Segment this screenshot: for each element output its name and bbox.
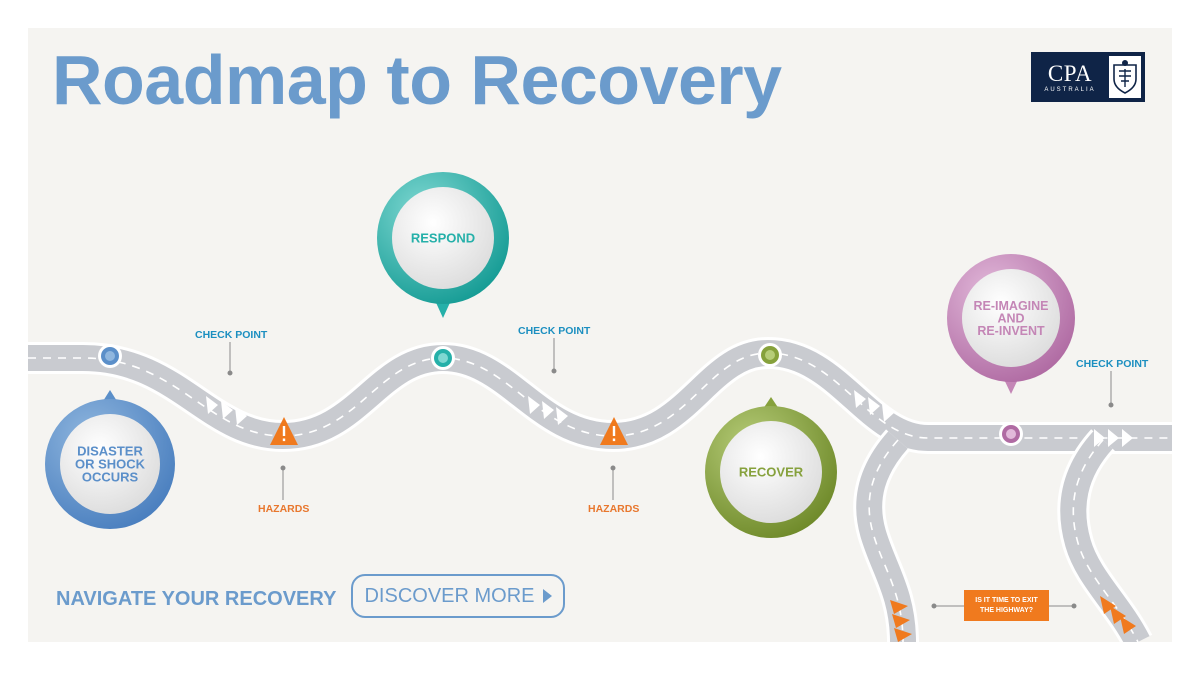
arrow-icon [1120,616,1136,634]
stage-pin-recover: RECOVER [705,397,837,538]
crest-icon [1109,56,1141,98]
leader-lines [227,338,1114,609]
exit-arrows [890,596,1136,642]
arrow-icon [1108,429,1119,447]
arrow-icon [556,407,568,425]
stage-label-line: AND [997,311,1024,325]
stage-label-line: DISASTER [77,444,143,459]
arrow-icon [1122,429,1133,447]
arrow-icon [890,600,908,614]
discover-more-button[interactable]: DISCOVER MORE [351,574,565,618]
arrow-icon [892,614,910,628]
discover-more-label: DISCOVER MORE [364,584,535,607]
stage-label-line: RESPOND [411,231,475,246]
cpa-logo: CPA AUSTRALIA [1031,52,1145,102]
waypoint-disaster [98,344,122,368]
direction-arrows [206,390,1133,447]
arrow-icon [882,404,894,422]
play-arrow-icon [542,589,552,603]
hazards-label-2: HAZARDS [588,503,640,515]
checkpoint-label-2: CHECK POINT [518,325,591,337]
logo-text: CPA [1047,60,1093,86]
stage-label-recover: RECOVER [739,465,804,480]
checkpoint-label-3: CHECK POINT [1076,358,1149,370]
navigate-recovery-text: NAVIGATE YOUR RECOVERY [56,588,337,610]
waypoint-respond [431,346,455,370]
logo-subtext: AUSTRALIA [1044,86,1096,93]
hazards-label-1: HAZARDS [258,503,310,515]
stage-label-line: RE-IMAGINE [974,299,1049,313]
main-highway [28,336,1172,454]
hazard-sign-1 [270,417,298,445]
arrow-icon [1110,606,1126,624]
waypoint-recover [758,343,782,367]
stage-label-line: RECOVER [739,465,804,480]
arrow-icon [206,396,218,414]
stage-label-line: RE-INVENT [977,324,1045,338]
arrow-icon [1100,596,1116,614]
page-title: Roadmap to Recovery [52,41,782,119]
exit-road-right [1057,429,1153,642]
waypoint-reimagine [999,422,1023,446]
arrow-icon [221,401,233,419]
stage-label-line: OCCURS [82,470,139,485]
stage-label-respond: RESPOND [411,231,475,246]
arrow-icon [1094,429,1105,447]
exit-highway-box: IS IT TIME TO EXIT THE HIGHWAY? [964,590,1049,621]
arrow-icon [235,407,247,425]
arrow-icon [854,390,866,408]
stage-pin-respond: RESPOND [377,172,509,318]
stage-label-line: OR SHOCK [75,457,146,472]
hazard-sign-2 [600,417,628,445]
arrow-icon [868,397,880,415]
arrow-icon [528,396,540,414]
arrow-icon [542,401,554,419]
checkpoint-label-1: CHECK POINT [195,329,268,341]
arrow-icon [894,628,912,642]
